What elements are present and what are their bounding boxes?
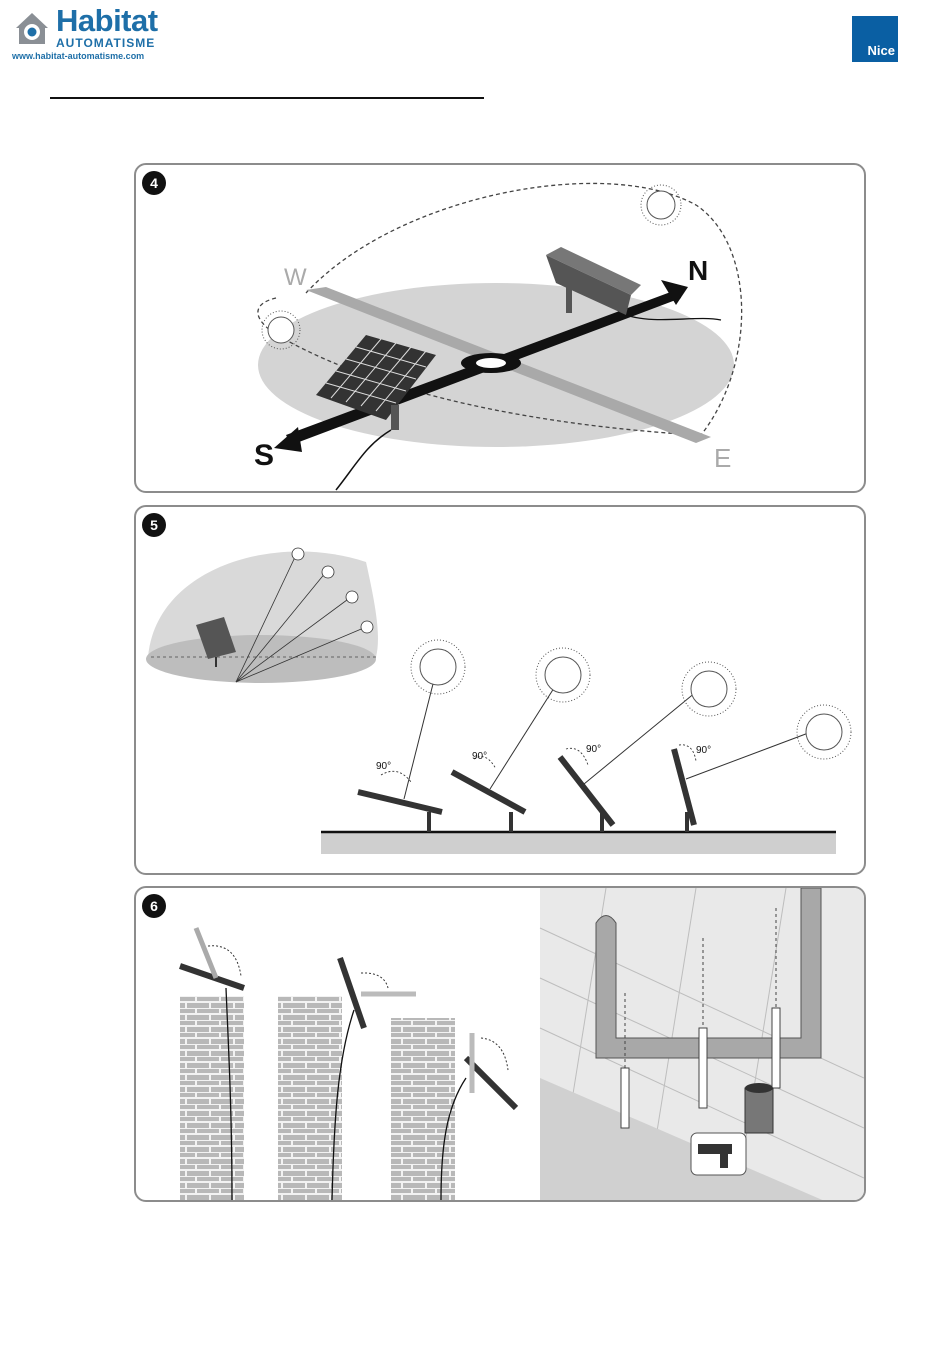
compass-south: S bbox=[254, 439, 274, 472]
logo-url[interactable]: www.habitat-automatisme.com bbox=[12, 51, 144, 61]
compass-west: W bbox=[284, 264, 307, 291]
logo-title: Habitat bbox=[56, 4, 158, 38]
angle-label-4: 90° bbox=[696, 745, 711, 756]
habitat-logo[interactable]: Habitat AUTOMATISME www.habitat-automati… bbox=[12, 4, 182, 64]
header-rule bbox=[50, 97, 484, 99]
angle-label-3: 90° bbox=[586, 744, 601, 755]
figure-5-illustration: 90° 90° 90° 90° bbox=[136, 507, 864, 873]
house-logo-icon bbox=[12, 8, 52, 48]
compass-east: E bbox=[714, 443, 731, 473]
figure-5-panel: 90° 90° 90° 90° 5 bbox=[134, 505, 866, 875]
nice-brand-logo: Nice bbox=[852, 16, 898, 62]
figure-6-illustration bbox=[136, 888, 864, 1200]
angle-label-1: 90° bbox=[376, 761, 391, 772]
figure-6-number: 6 bbox=[142, 894, 166, 918]
figure-4-number: 4 bbox=[142, 171, 166, 195]
figure-4-panel: W N S E 4 bbox=[134, 163, 866, 493]
figure-6-panel: 6 bbox=[134, 886, 866, 1202]
figure-4-illustration: W N S E bbox=[136, 165, 864, 491]
nice-brand-label: Nice bbox=[868, 43, 895, 58]
figure-5-number: 5 bbox=[142, 513, 166, 537]
drill-icon bbox=[691, 1133, 746, 1175]
angle-label-2: 90° bbox=[472, 751, 487, 762]
logo-subtitle: AUTOMATISME bbox=[56, 36, 155, 50]
sun-icon bbox=[411, 640, 851, 759]
compass-north: N bbox=[688, 255, 708, 286]
